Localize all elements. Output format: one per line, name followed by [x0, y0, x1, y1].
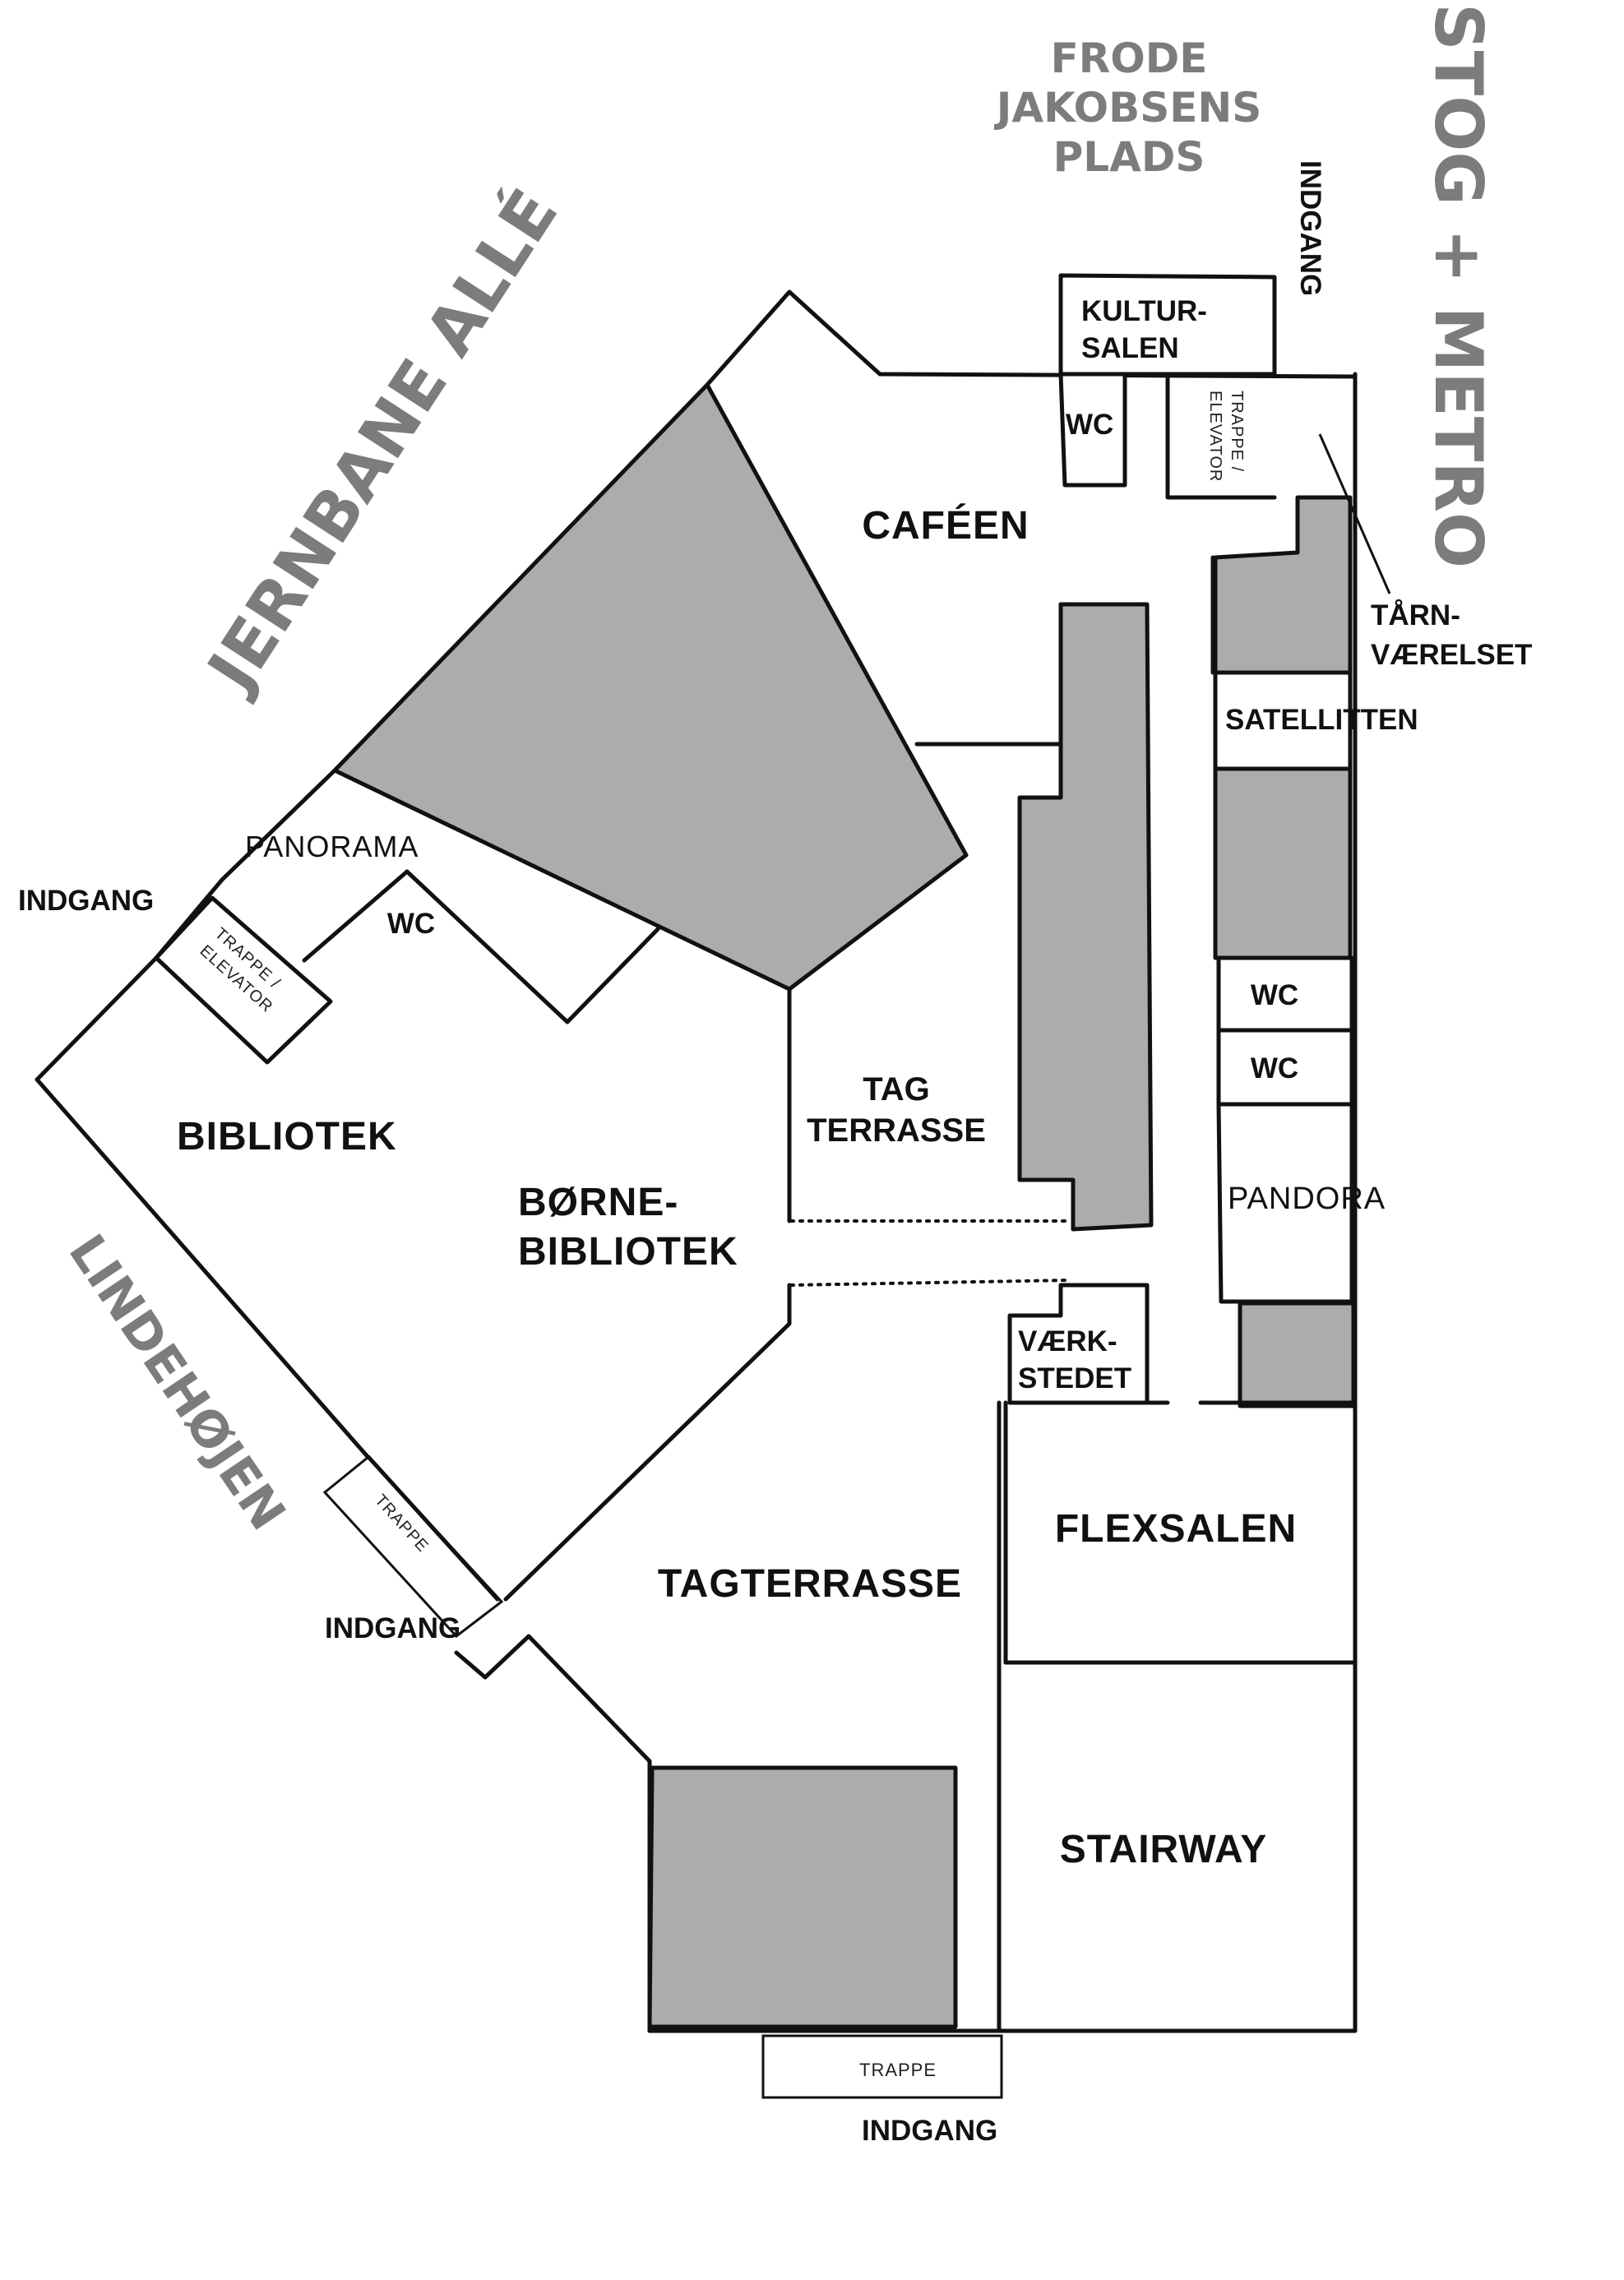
entrance-lower-left[interactable]: INDGANG: [325, 1612, 460, 1644]
stairway-label: STAIRWAY: [1060, 1828, 1268, 1871]
room-bibliotek-label: BIBLIOTEK: [177, 1115, 397, 1158]
room-vaerkstedet[interactable]: VÆRK- STEDET: [1007, 1283, 1150, 1405]
entrance-left[interactable]: INDGANG: [18, 885, 154, 917]
place-frode-line-1: FRODE: [1051, 35, 1208, 82]
room-cafeen-label: CAFÉEN: [862, 503, 1029, 548]
trappe-top-line-2: ELEVATOR: [1206, 391, 1224, 482]
room-trappe-lindehojen[interactable]: TRAPPE: [322, 1454, 504, 1639]
room-flexsalen[interactable]: FLEXSALEN: [1003, 1400, 1358, 1665]
room-satellitten[interactable]: SATELLITTEN: [1213, 670, 1418, 771]
wc-right-2-label: WC: [1251, 1052, 1298, 1085]
blocked-area-right-lower: [1238, 1301, 1356, 1408]
flexsalen-label: FLEXSALEN: [1055, 1507, 1297, 1551]
room-trappe-elevator-top[interactable]: TRAPPE / ELEVATOR: [1165, 372, 1277, 500]
entrances: INDGANG INDGANG INDGANG INDGANG: [18, 160, 1326, 2147]
trappe-top-line-1: TRAPPE /: [1228, 391, 1246, 472]
place-frode-line-3: PLADS: [1053, 133, 1205, 181]
place-frode-line-2: JAKOBSENS: [994, 84, 1261, 132]
entrance-bottom[interactable]: INDGANG: [862, 2115, 997, 2147]
wc-right-1-label: WC: [1251, 979, 1298, 1011]
room-trappe-elevator-left[interactable]: TRAPPE / ELEVATOR: [154, 895, 333, 1065]
street-lindehojen: LINDEHØJEN: [58, 1224, 297, 1540]
blocked-area-right-top: [1213, 495, 1353, 675]
room-stairway[interactable]: STAIRWAY: [1060, 1828, 1268, 1871]
tarnvaerelset-line-2: VÆRELSET: [1371, 639, 1532, 671]
street-stog-metro: STOG + METRO: [1420, 3, 1497, 568]
room-wc-right-1[interactable]: WC: [1216, 955, 1354, 1033]
wc-top-label: WC: [1066, 409, 1113, 441]
kultursalen-line-2: SALEN: [1081, 332, 1179, 364]
kultursalen-line-1: KULTUR-: [1081, 295, 1207, 327]
blocked-area-bottom: [647, 1765, 958, 2029]
blocked-area-central: [332, 382, 969, 992]
room-wc-right-2[interactable]: WC: [1216, 1028, 1354, 1107]
room-wc-panorama-label: WC: [387, 908, 435, 940]
tag-terrasse-line-1: TAG: [863, 1071, 929, 1108]
blocked-area-column-tall: [1017, 602, 1154, 1232]
room-tarnvaerelset[interactable]: TÅRN- VÆRELSET: [1318, 433, 1532, 671]
room-wc-top[interactable]: WC: [1058, 372, 1127, 488]
room-kultursalen[interactable]: KULTUR- SALEN: [1058, 273, 1277, 377]
satellitten-label: SATELLITTEN: [1225, 704, 1418, 736]
tag-terrasse-line-2: TERRASSE: [807, 1112, 986, 1149]
vaerkstedet-line-1: VÆRK-: [1018, 1325, 1117, 1357]
room-borne-bibliotek-line-2: BIBLIOTEK: [518, 1230, 738, 1274]
room-tag-terrasse[interactable]: TAG TERRASSE: [789, 1071, 1071, 1287]
vaerkstedet-line-2: STEDET: [1018, 1362, 1131, 1394]
trappe-bottom-label: TRAPPE: [859, 2060, 937, 2080]
room-pandora[interactable]: PANDORA: [1216, 1102, 1386, 1304]
room-trappe-bottom[interactable]: TRAPPE: [761, 2034, 1003, 2099]
room-panorama-label: PANORAMA: [245, 830, 419, 863]
pandora-label: PANDORA: [1228, 1182, 1386, 1216]
entrance-top[interactable]: INDGANG: [1294, 160, 1326, 296]
tarnvaerelset-line-1: TÅRN-: [1371, 599, 1460, 631]
room-borne-bibliotek-line-1: BØRNE-: [518, 1181, 678, 1224]
blocked-areas: [332, 382, 1356, 2029]
cafe-area: [914, 555, 1215, 747]
blocked-area-right-middle: [1213, 766, 1353, 960]
room-tagterrasse-label: TAGTERRASSE: [658, 1562, 962, 1606]
